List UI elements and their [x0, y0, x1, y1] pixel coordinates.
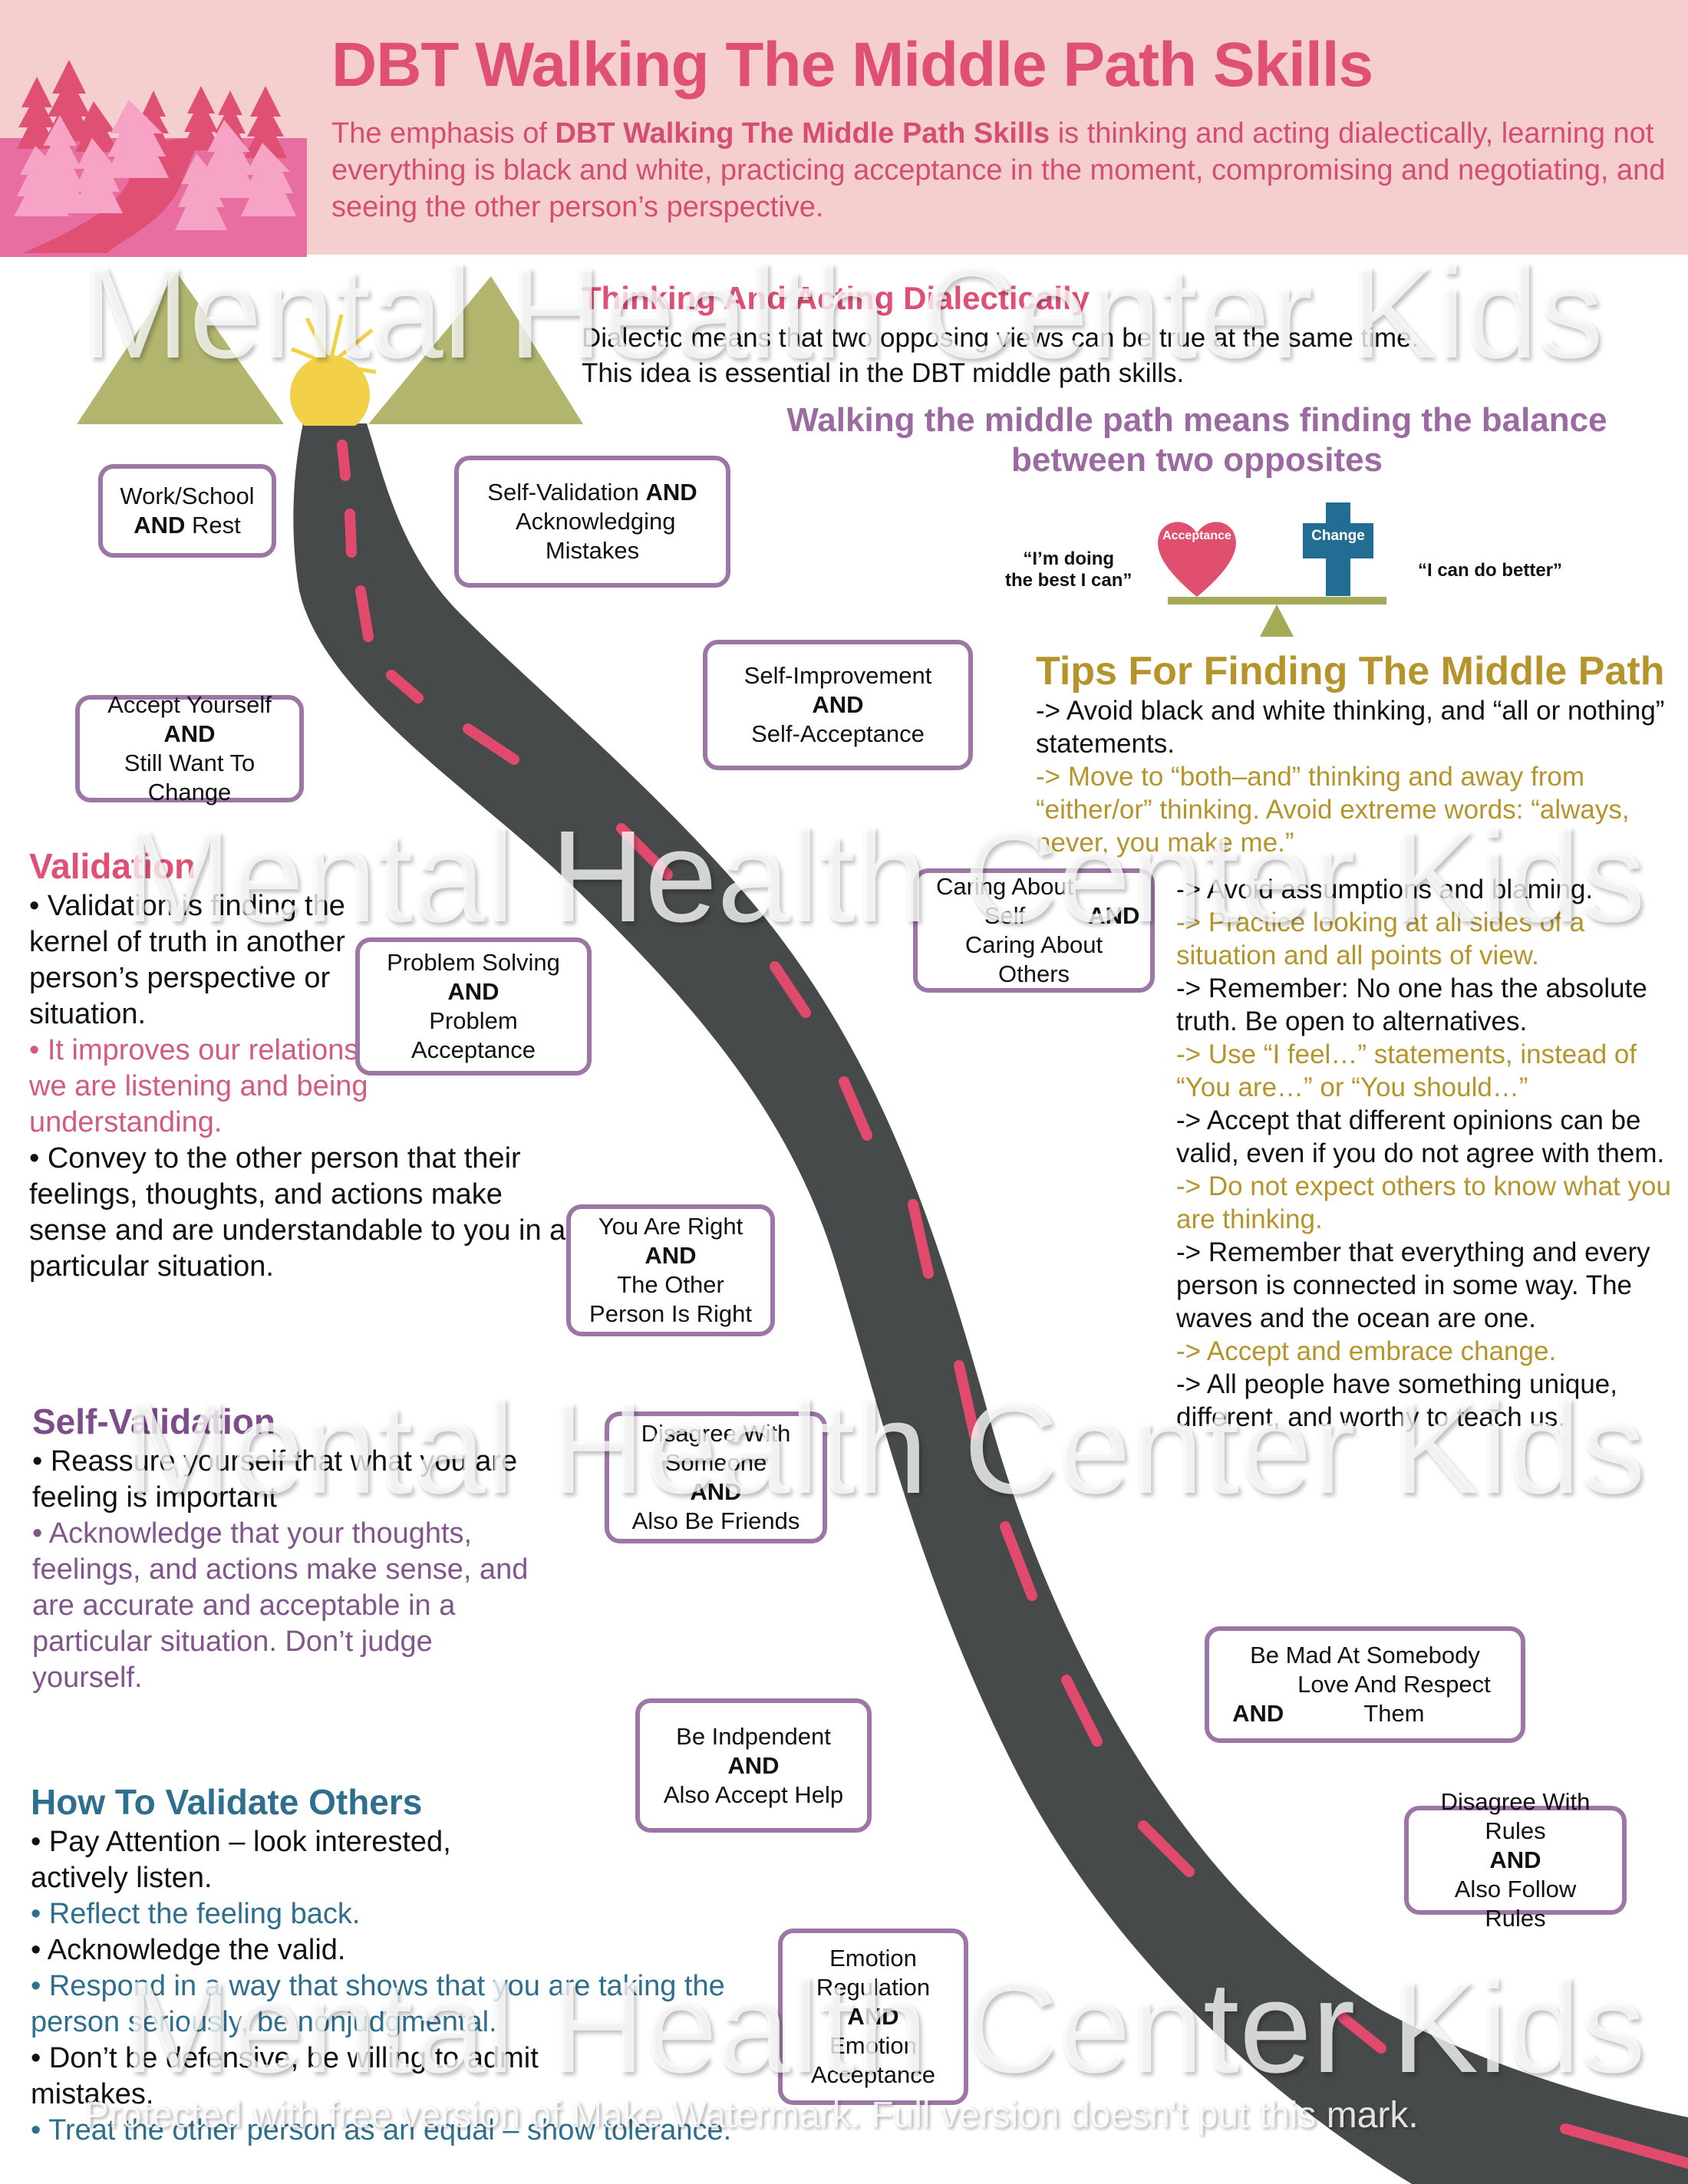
validate-others-item: • Pay Attention – look interested, activ… — [31, 1826, 451, 1894]
tip-item: -> All people have something unique, dif… — [1176, 1369, 1617, 1432]
self-validation-item: • Acknowledge that your thoughts, feelin… — [32, 1517, 529, 1694]
validation-item: • Validation is finding the kernel of tr… — [29, 890, 345, 1030]
validation-list: • Validation is finding the kernel of tr… — [29, 888, 566, 1285]
tip-item: -> Use “I feel…” statements, instead of … — [1176, 1039, 1637, 1102]
tip-item: -> Accept and embrace change. — [1176, 1336, 1557, 1366]
dialectic-heading: Thinking And Acting Dialectically — [582, 280, 1090, 316]
middle-path-line-2: between two opposites — [1010, 441, 1383, 479]
tip-item: -> Remember that everything and every pe… — [1176, 1237, 1650, 1333]
intro-bold: DBT Walking The Middle Path Skills — [555, 117, 1050, 150]
middle-path-statement: Walking the middle path means finding th… — [714, 400, 1680, 480]
self-validation-list: • Reassure yourself that what you are fe… — [32, 1444, 539, 1696]
forest-illustration-icon — [0, 60, 307, 257]
tip-item: -> Avoid assumptions and blaming. — [1176, 875, 1594, 904]
speech-bubble-caring-about-self: Caring About Self AND Caring About Other… — [913, 868, 1155, 993]
dialectic-line-1: Dialectic means that two opposing views … — [582, 323, 1419, 353]
tip-item: -> Remember: No one has the absolute tru… — [1176, 973, 1647, 1036]
tip-item: -> Accept that different opinions can be… — [1176, 1105, 1665, 1168]
left-quote-line-2: the best I can” — [1005, 570, 1132, 591]
dialectic-line-2: This idea is essential in the DBT middle… — [582, 358, 1185, 388]
tip-item: -> Avoid black and white thinking, and “… — [1036, 696, 1665, 759]
acceptance-heart-label: Acceptance — [1162, 529, 1231, 542]
intro-paragraph: The emphasis of DBT Walking The Middle P… — [331, 115, 1682, 226]
validate-others-item: • Acknowledge the valid. — [31, 1934, 346, 1966]
winding-road-illustration — [293, 423, 1688, 2184]
validate-others-item: • Don’t be defensive, be willing to admi… — [31, 2042, 539, 2110]
mountains-sun-illustration — [77, 272, 583, 426]
validate-others-heading: How To Validate Others — [31, 1782, 423, 1822]
tip-item: -> Move to “both–and” thinking and away … — [1036, 762, 1630, 858]
tips-list: -> Avoid black and white thinking, and “… — [1036, 694, 1680, 1434]
self-validation-heading: Self-Validation — [32, 1402, 275, 1441]
tip-item: -> Practice looking at all sides of a si… — [1176, 908, 1585, 970]
intro-suffix: is thinking and acting dialectically, le… — [331, 117, 1666, 223]
speech-bubble-disagree-rules: Disagree With Rules AND Also Follow Rule… — [1404, 1788, 1627, 1932]
validate-others-item: • Reflect the feeling back. — [31, 1898, 361, 1930]
change-cross-label: Change — [1311, 528, 1365, 544]
tips-heading: Tips For Finding The Middle Path — [1036, 649, 1665, 693]
balance-scale-icon — [1158, 502, 1386, 637]
left-quote: “I’m doing the best I can” — [1005, 548, 1132, 591]
intro-prefix: The emphasis of — [331, 117, 556, 150]
tip-item: -> Do not expect others to know what you… — [1176, 1171, 1671, 1234]
page-title: DBT Walking The Middle Path Skills — [331, 30, 1373, 100]
dialectic-body: Dialectic means that two opposing views … — [582, 321, 1656, 391]
validation-item: • Convey to the other person that their … — [29, 1142, 566, 1283]
self-validation-item: • Reassure yourself that what you are fe… — [32, 1445, 518, 1514]
validate-others-list: • Pay Attention – look interested, activ… — [31, 1824, 798, 2149]
right-quote: “I can do better” — [1418, 560, 1563, 581]
validation-heading: Validation — [29, 846, 196, 886]
validate-others-item: • Respond in a way that shows that you a… — [31, 1970, 725, 2038]
middle-path-line-1: Walking the middle path means finding th… — [786, 401, 1607, 439]
left-quote-line-1: “I’m doing — [1023, 548, 1115, 569]
validate-others-item: • Treat the other person as an equal – s… — [31, 2114, 732, 2146]
